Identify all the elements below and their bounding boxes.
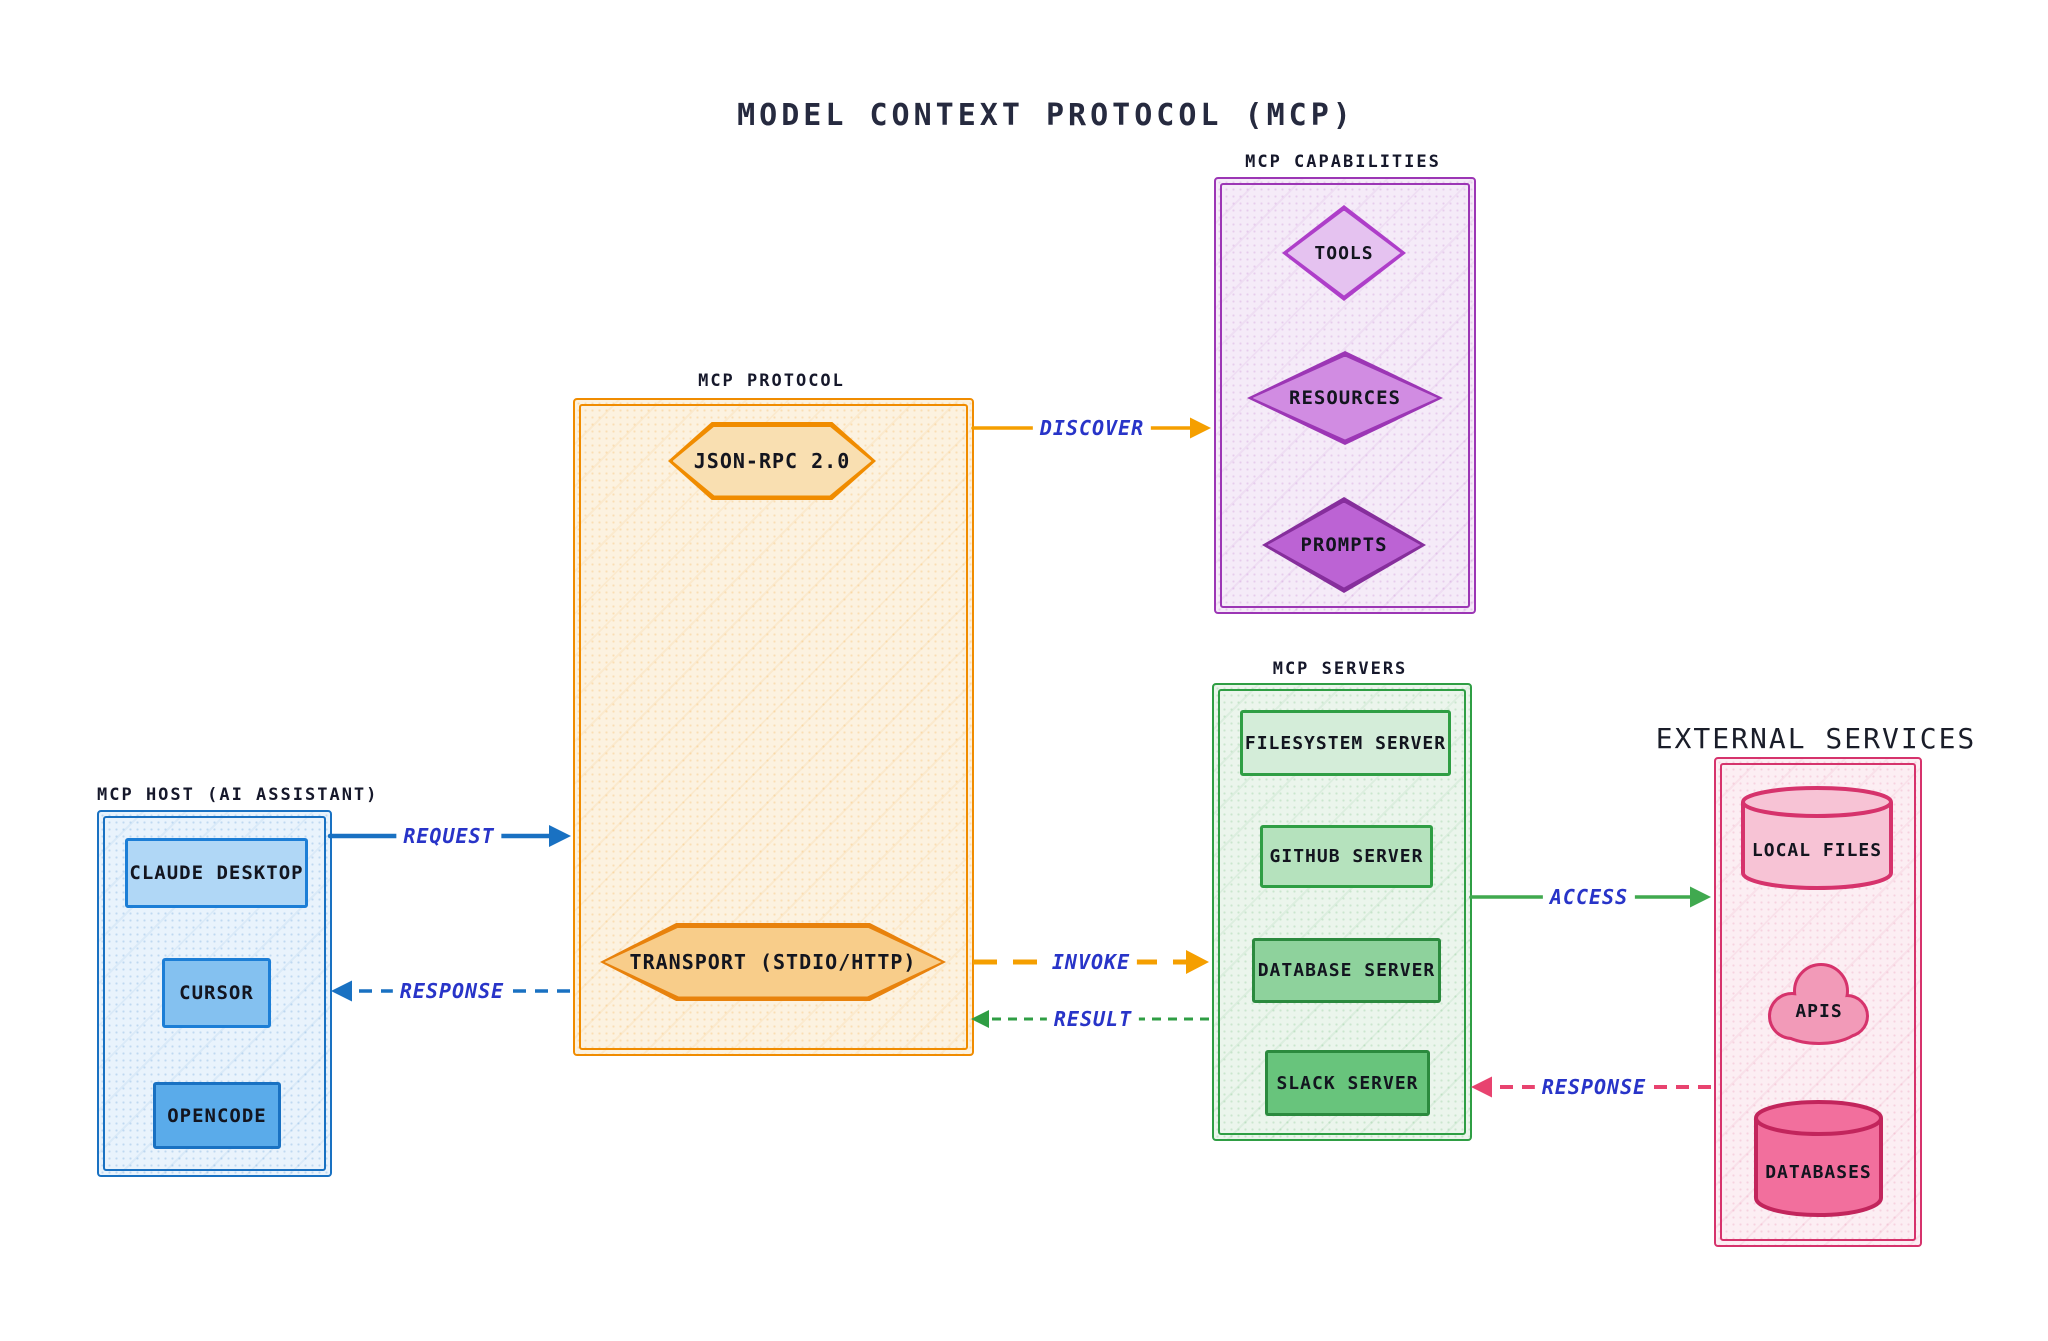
node-apis: APIS	[1766, 958, 1872, 1048]
cloud-shape	[1768, 963, 1869, 1045]
edge-request-arrowhead	[549, 825, 571, 847]
edge-label-invoke: INVOKE	[1044, 949, 1138, 975]
node-json-rpc: JSON-RPC 2.0	[668, 422, 876, 500]
edge-label-discover: DISCOVER	[1032, 415, 1152, 441]
edge-access-arrowhead	[1690, 886, 1711, 908]
node-prompts: PROMPTS	[1262, 497, 1426, 593]
panel-title-mcp-protocol: MCP PROTOCOL	[698, 371, 845, 391]
cylinder-shape	[1740, 785, 1894, 893]
node-claude-desktop: CLAUDE DESKTOP	[125, 838, 308, 908]
node-slack-server: SLACK SERVER	[1265, 1050, 1430, 1116]
edge-label-response-host: RESPONSE	[392, 978, 512, 1004]
node-cursor: CURSOR	[162, 958, 271, 1028]
edge-label-access: ACCESS	[1542, 884, 1636, 910]
panel-mcp-protocol: JSON-RPC 2.0 TRANSPORT (STDIO/HTTP)	[573, 398, 974, 1056]
node-local-files: LOCAL FILES	[1740, 785, 1894, 893]
diagram-title: MODEL CONTEXT PROTOCOL (MCP)	[737, 98, 1355, 133]
edge-label-request: REQUEST	[396, 823, 502, 849]
edge-label-result: RESULT	[1046, 1006, 1140, 1032]
panel-mcp-host: CLAUDE DESKTOP CURSOR OPENCODE	[97, 810, 332, 1177]
panel-title-mcp-servers: MCP SERVERS	[1272, 659, 1408, 679]
edge-label-response-servers: RESPONSE	[1534, 1074, 1654, 1100]
panel-title-mcp-capabilities: MCP CAPABILITIES	[1245, 152, 1441, 172]
panel-external-services: LOCAL FILES APIS DATABASES	[1714, 757, 1922, 1247]
edge-invoke-arrowhead	[1186, 950, 1209, 974]
edge-discover-arrowhead	[1190, 417, 1211, 439]
edge-response-servers-arrowhead	[1471, 1076, 1492, 1098]
node-opencode: OPENCODE	[153, 1082, 281, 1149]
hexagon-fill	[604, 927, 942, 997]
node-resources: RESOURCES	[1247, 351, 1443, 445]
node-tools: TOOLS	[1282, 205, 1406, 301]
node-database-server: DATABASE SERVER	[1252, 938, 1441, 1003]
panel-title-mcp-host: MCP HOST (AI ASSISTANT)	[97, 785, 379, 805]
node-databases: DATABASES	[1753, 1099, 1884, 1220]
node-github-server: GITHUB SERVER	[1260, 825, 1433, 888]
hexagon-fill	[672, 426, 872, 496]
cylinder-shape	[1753, 1099, 1884, 1220]
edge-response-host-arrowhead	[331, 980, 352, 1002]
panel-title-external-services: EXTERNAL SERVICES	[1655, 722, 1977, 755]
node-transport: TRANSPORT (STDIO/HTTP)	[600, 923, 946, 1001]
panel-mcp-capabilities: TOOLS RESOURCES PROMPTS	[1214, 177, 1476, 614]
panel-mcp-servers: FILESYSTEM SERVER GITHUB SERVER DATABASE…	[1212, 683, 1472, 1141]
node-filesystem-server: FILESYSTEM SERVER	[1240, 710, 1451, 776]
